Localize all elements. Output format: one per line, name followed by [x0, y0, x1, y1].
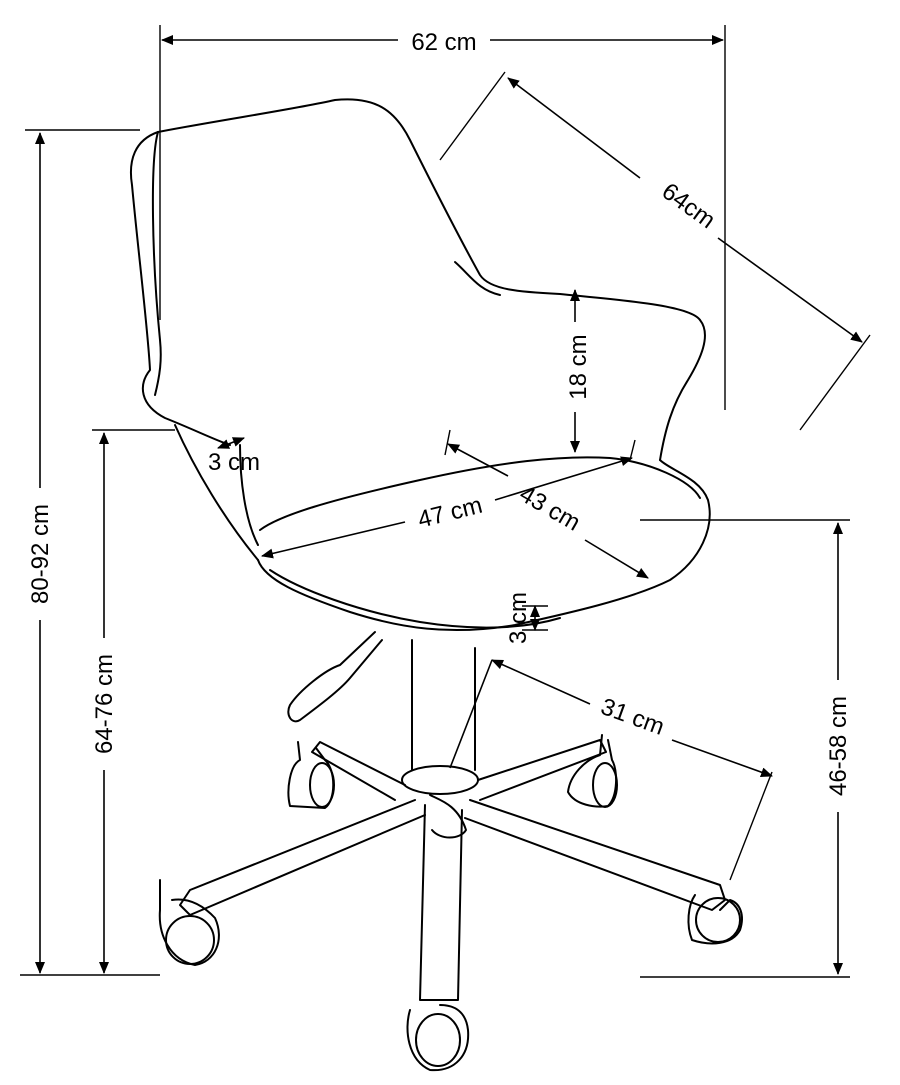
backrest-top: [157, 98, 701, 321]
base-hub: [429, 794, 467, 839]
chair-drawing: [130, 98, 743, 1072]
cylinder-collar: [401, 765, 479, 795]
dimension-labels: 62 cm 64cm 18 cm 3 cm 47 cm 43 cm 3 cm 3…: [27, 29, 852, 796]
seat-front-edge: [257, 459, 711, 632]
label-seat-thickness: 3 cm: [505, 592, 532, 644]
base-dim-a: [491, 659, 591, 705]
base-dim-b: [671, 739, 773, 777]
label-seat-width: 47 cm: [415, 492, 485, 534]
label-base-radius: 31 cm: [597, 693, 668, 741]
caster-back-right: [567, 734, 618, 808]
base-leg-left: [311, 741, 406, 801]
back-thickness-dim: [217, 437, 245, 449]
seat-left-lower: [239, 444, 259, 546]
label-armrest-height: 18 cm: [565, 334, 592, 399]
seat-depth-dim-a: [447, 443, 509, 477]
label-seat-height: 46-58 cm: [825, 696, 852, 796]
height-lever: [287, 631, 383, 723]
seat-depth-dim-b: [584, 539, 649, 579]
base-leg-front-left: [179, 799, 426, 916]
base-leg-front-right: [464, 799, 726, 911]
dimension-lines: [35, 35, 863, 975]
label-seat-depth: 43 cm: [515, 480, 585, 536]
seat-bottom-rim: [269, 569, 561, 629]
seat-width-dim-a: [261, 521, 406, 559]
seat-top-surface: [259, 456, 701, 531]
base-leader: [449, 659, 493, 769]
seat-width-dim-b: [494, 456, 633, 501]
label-total-width: 62 cm: [411, 29, 476, 56]
label-depth-diagonal: 64cm: [657, 178, 720, 234]
label-armrest-floor-height: 64-76 cm: [91, 654, 118, 754]
base-leg-right: [477, 739, 607, 801]
gas-cylinder: [411, 639, 476, 771]
armrest-right: [659, 319, 706, 461]
caster-front-right: [687, 894, 743, 945]
backrest-shell: [130, 131, 231, 446]
seat-left-side: [174, 424, 259, 561]
base-leg-front: [419, 804, 463, 1001]
backrest-inner-edge: [151, 131, 162, 396]
label-total-height: 80-92 cm: [27, 504, 54, 604]
label-backrest-thickness: 3 cm: [208, 449, 260, 476]
depth-dim-line-b: [717, 237, 863, 343]
depth-dim-line-a: [507, 77, 641, 179]
caster-back-left: [287, 741, 335, 809]
caster-front: [406, 1004, 470, 1072]
armrest-inner: [454, 261, 501, 296]
caster-front-left: [158, 879, 220, 966]
